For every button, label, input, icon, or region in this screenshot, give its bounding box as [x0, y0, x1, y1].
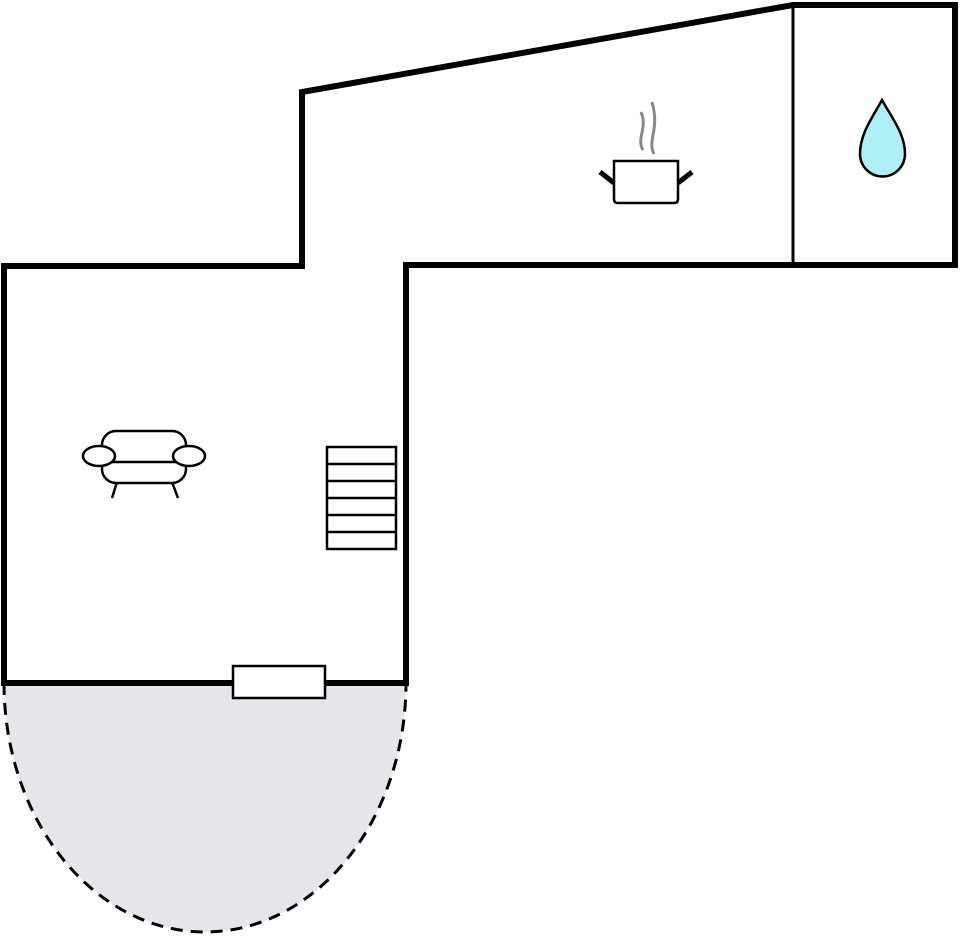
sofa-icon — [81, 429, 207, 499]
outer-walls — [1, 1, 958, 686]
terrace-outline — [2, 682, 408, 934]
door — [231, 664, 327, 700]
cooking-pot-icon — [598, 101, 694, 205]
water-drop-icon — [858, 97, 907, 178]
terrace-area — [4, 683, 406, 932]
staircase — [325, 445, 398, 551]
